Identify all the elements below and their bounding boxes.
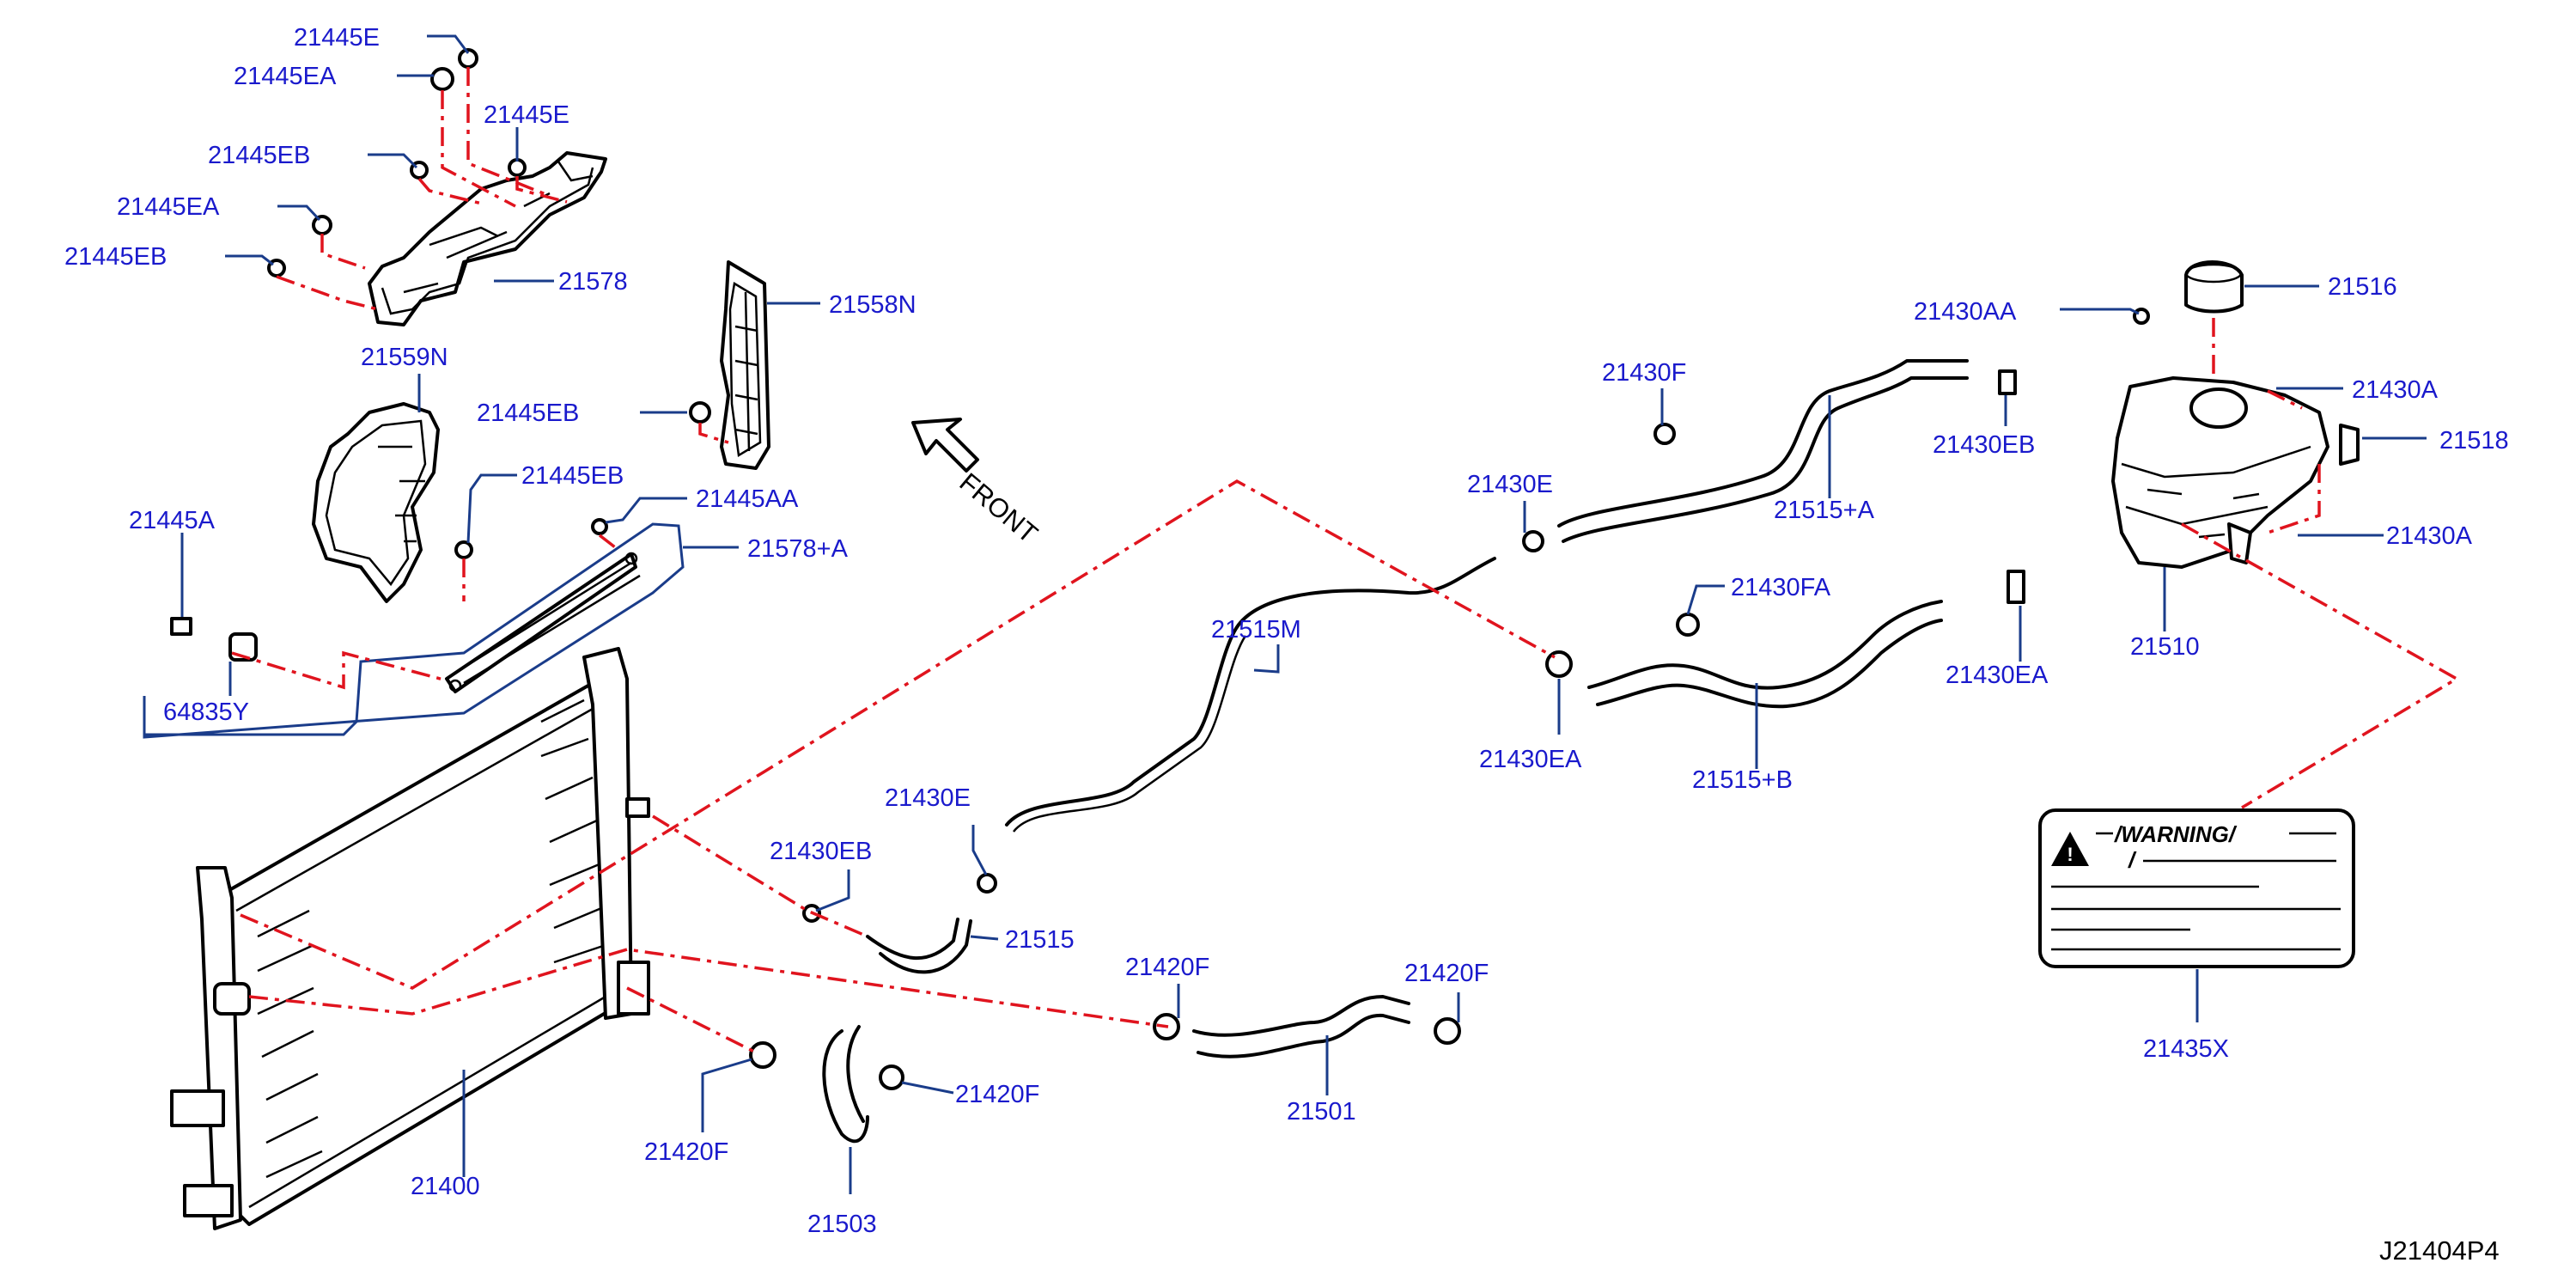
label-21445AA: 21445AA — [696, 485, 799, 513]
label-21445EA-2: 21445EA — [117, 193, 220, 221]
label-21515A: 21515+A — [1774, 497, 1875, 524]
label-21420F-4: 21420F — [644, 1138, 728, 1166]
hose-21503 — [822, 1025, 869, 1144]
label-21430E-2: 21430E — [1467, 471, 1553, 498]
label-21518: 21518 — [2439, 427, 2509, 454]
label-21430EA-2: 21430EA — [1946, 662, 2049, 689]
label-21510: 21510 — [2130, 633, 2200, 661]
label-21445EB-1: 21445EB — [208, 142, 310, 169]
label-21445EB-2: 21445EB — [64, 243, 167, 271]
label-21445A: 21445A — [129, 507, 216, 534]
hose-21515 — [866, 918, 972, 974]
reservoir-cap-21516 — [2184, 260, 2244, 314]
label-21430A-1: 21430A — [2352, 376, 2439, 404]
label-21516: 21516 — [2328, 273, 2397, 301]
label-21420F-1: 21420F — [1125, 954, 1209, 981]
label-21400: 21400 — [411, 1173, 480, 1200]
reservoir-tank-21510 — [2111, 376, 2360, 569]
label-21445E-2: 21445E — [484, 101, 569, 129]
warning-slash: / — [2128, 847, 2137, 873]
label-21430EB-1: 21430EB — [770, 838, 872, 865]
label-21430EA-1: 21430EA — [1479, 746, 1582, 773]
label-21420F-2: 21420F — [1404, 960, 1489, 987]
hose-21501 — [1192, 995, 1410, 1058]
label-21501: 21501 — [1287, 1098, 1356, 1126]
label-21503: 21503 — [807, 1211, 877, 1238]
label-64835Y: 64835Y — [163, 699, 249, 726]
front-arrow: FRONT — [911, 418, 1044, 549]
label-21445EA-1: 21445EA — [234, 63, 337, 90]
label-21430AA: 21430AA — [1914, 298, 2017, 326]
warning-triangle-icon — [2051, 832, 2089, 866]
label-21430E-1: 21430E — [885, 784, 971, 812]
label-21435X: 21435X — [2143, 1035, 2229, 1063]
label-21445EB-3: 21445EB — [477, 400, 579, 427]
label-21515B: 21515+B — [1692, 766, 1793, 794]
label-21445E-1: 21445E — [294, 24, 380, 52]
warning-title: /WARNING/ — [2114, 821, 2238, 847]
leader-lines — [180, 34, 2427, 1194]
label-21430EB-2: 21430EB — [1933, 431, 2035, 459]
side-seal-21559N — [312, 402, 440, 603]
connection-lines — [231, 67, 2460, 1054]
label-21558N: 21558N — [829, 291, 917, 319]
upper-seal-21578 — [368, 151, 607, 326]
diagram-code: J21404P4 — [2379, 1235, 2500, 1266]
label-21559N: 21559N — [361, 344, 448, 371]
radiator-21400 — [170, 647, 650, 1230]
label-21578A: 21578+A — [747, 535, 849, 563]
label-21515: 21515 — [1005, 926, 1075, 954]
label-21445EB-4: 21445EB — [521, 462, 624, 490]
label-21578: 21578 — [558, 268, 628, 296]
pipe-21515M — [1005, 557, 1496, 833]
label-21420F-3: 21420F — [955, 1081, 1039, 1108]
warning-label-21435X: ! /WARNING/ / — [2038, 808, 2355, 968]
side-seal-21558N — [720, 260, 770, 470]
part-labels: 21445E 21445EA 21445E 21445EB 21445EA 21… — [64, 24, 2509, 1266]
label-21430F: 21430F — [1602, 359, 1686, 387]
label-21430FA: 21430FA — [1731, 574, 1831, 601]
svg-text:!: ! — [2067, 844, 2073, 865]
label-21430A-2: 21430A — [2386, 522, 2473, 550]
hose-21515B — [1587, 600, 1943, 709]
label-21515M: 21515M — [1211, 616, 1301, 644]
hose-clamps — [749, 308, 2150, 1090]
hose-21515A — [1557, 359, 1969, 543]
front-arrow-label: FRONT — [954, 467, 1044, 549]
lower-seal-frame — [143, 522, 685, 739]
lower-seal-21578A — [445, 552, 641, 693]
